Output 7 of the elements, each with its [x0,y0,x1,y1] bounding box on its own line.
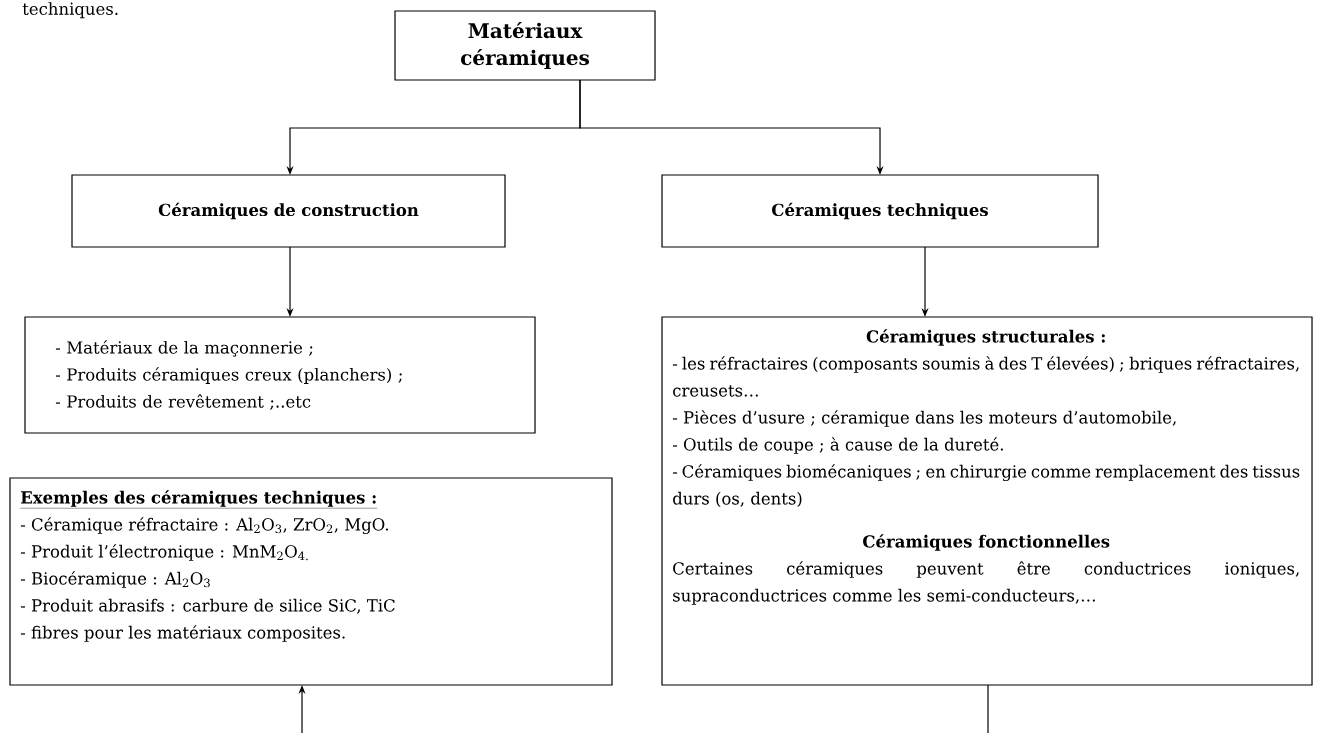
text-box: Céramiques structurales : - les réfractaires (composants soumis à des T élevées) ; briques réfractaires, creusets… - Pièces d’usure ; céramique dans les moteurs d’automobile, - Outils de coupe ; à cause de la dureté. - Céramiques biomécaniques ; en chirurgie comme remplacement des tissus durs (os, dents) Céramiques fonctionnelles Certaines céramiques peuvent être conductrices ioniques, supraconductrices comme les semi-conducteurs,… [661,316,1313,686]
text-box: Céramiques de construction [71,174,506,248]
text-box: Matériaux céramiques [394,10,656,81]
text-box: - Matériaux de la maçonnerie ; - Produits céramiques creux (planchers) ; - Produits de revêtement ;..etc [24,316,536,434]
text-box: Exemples des céramiques techniques : - Céramique réfractaire : Al$_{2}$O$_{3}$, ZrO$_{2}$, MgO. - Produit l’électronique : MnM$_{2}$O$_{4.}$ - Biocéramique : Al$_{2}$O$_{3}$ - Produit abrasifs : carbure de silice SiC, TiC - fibres pour les matériaux composites. [9,477,613,686]
text-box: Céramiques techniques [661,174,1099,248]
heading-text: techniques. [22,2,118,19]
